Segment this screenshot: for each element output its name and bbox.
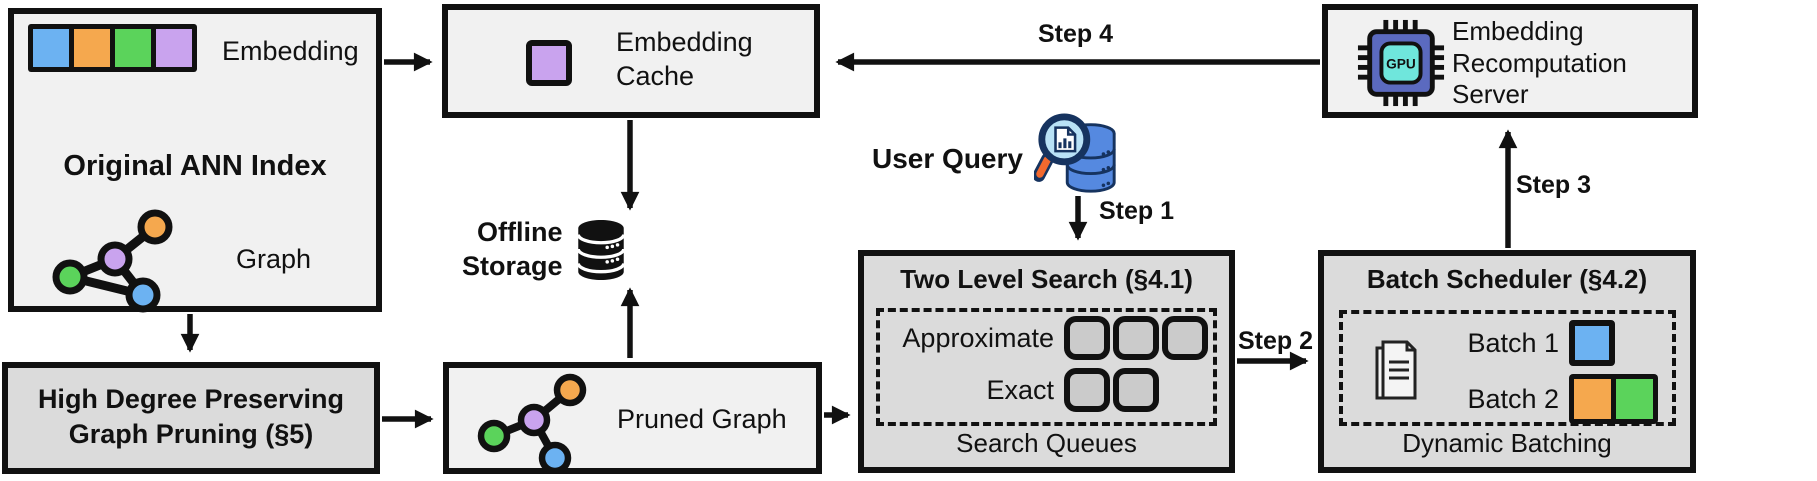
search-queues-panel: Approximate Exact (876, 308, 1217, 426)
graph-pruning-label: High Degree Preserving Graph Pruning (§5… (37, 384, 345, 450)
pruned-graph-label: Pruned Graph (617, 404, 787, 434)
embedding-cache-box: Embedding Cache (442, 4, 820, 118)
gpu-chip-text: GPU (1386, 56, 1416, 71)
recomputation-server-label: Embedding Recomputation Server (1452, 16, 1627, 110)
database-icon (576, 219, 625, 280)
recomputation-server-box: GPU Embedding Recomputation Server (1322, 4, 1698, 118)
query-search-icon (1034, 113, 1116, 193)
batch-2-item-orange (1574, 379, 1611, 419)
pruned-graph-box: Pruned Graph (443, 362, 822, 474)
embedding-cell-blue (33, 29, 69, 67)
approximate-queue-label: Approximate (902, 322, 1054, 353)
batch-2-items (1569, 374, 1658, 424)
embedding-cell-green (115, 29, 151, 67)
embedding-cell-purple (156, 29, 192, 67)
documents-icon (1375, 340, 1417, 400)
user-query-label: User Query (872, 143, 1023, 174)
batch-2-item-green (1616, 379, 1653, 419)
step-4-label: Step 4 (1038, 20, 1114, 48)
step-3-label: Step 3 (1516, 171, 1592, 199)
embedding-vector-icon (28, 24, 197, 72)
offline-storage-label: Offline Storage (462, 217, 563, 281)
exact-queue-label: Exact (986, 374, 1054, 405)
two-level-search-box: Two Level Search (§4.1) Approximate Exac… (858, 250, 1235, 473)
graph-pruning-box: High Degree Preserving Graph Pruning (§5… (2, 362, 380, 474)
embedding-cache-label: Embedding Cache (616, 27, 753, 91)
original-ann-index-title: Original ANN Index (63, 150, 327, 182)
queue-slot (1064, 316, 1110, 360)
exact-queue-slots (1064, 368, 1209, 412)
queue-slot (1113, 316, 1159, 360)
batch-1-label: Batch 1 (1467, 327, 1559, 358)
dynamic-batching-caption: Dynamic Batching (1402, 428, 1612, 458)
queue-slot (1162, 316, 1208, 360)
graph-icon (52, 209, 173, 313)
embedding-label: Embedding (222, 36, 359, 66)
search-queues-caption: Search Queues (956, 428, 1137, 458)
batch-2-label: Batch 2 (1467, 383, 1559, 414)
step-1-label: Step 1 (1099, 197, 1175, 225)
queue-slot (1064, 368, 1110, 412)
two-level-search-title: Two Level Search (§4.1) (900, 264, 1193, 294)
gpu-chip-icon: GPU (1357, 19, 1445, 107)
batch-scheduler-title: Batch Scheduler (§4.2) (1366, 264, 1648, 294)
graph-label: Graph (236, 244, 312, 274)
dynamic-batching-panel: Batch 1 Batch 2 (1339, 310, 1676, 426)
offline-storage: Offline Storage (462, 216, 627, 284)
original-ann-index-box: Embedding Original ANN Index Graph (8, 8, 382, 313)
batch-1-item-blue (1569, 320, 1615, 366)
embedding-cell-orange (74, 29, 110, 67)
step-2-label: Step 2 (1238, 327, 1314, 355)
batch-scheduler-box: Batch Scheduler (§4.2) Batch 1 Batch 2 (1318, 250, 1696, 473)
pruned-graph-icon (477, 373, 587, 472)
cached-embedding-icon (526, 40, 572, 86)
approximate-queue-slots (1064, 316, 1209, 360)
queue-slot (1113, 368, 1159, 412)
